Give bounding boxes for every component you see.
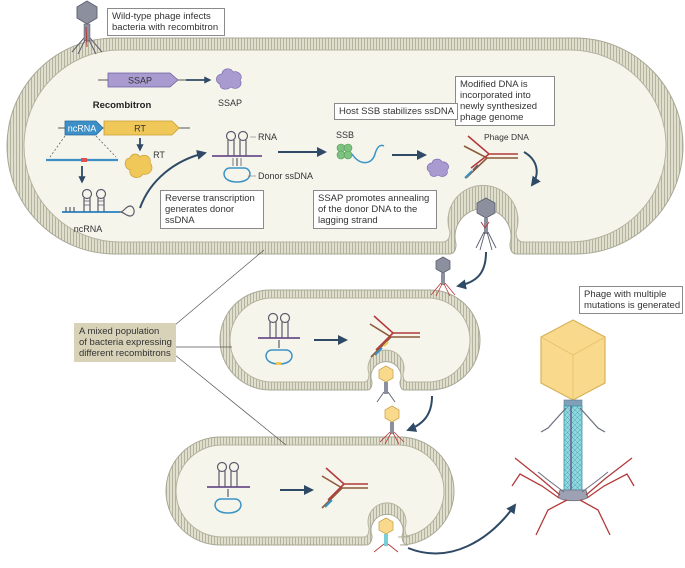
infecting-phage-icon-2: [430, 256, 456, 297]
third-bacterium-hybrid-icon: [207, 461, 250, 514]
infecting-phage-icon-3: [379, 405, 405, 445]
ncrna-gene: [64, 120, 104, 136]
second-bacterium: [219, 289, 481, 391]
callout-host-ssb: Host SSB stabilizes ssDNA: [334, 103, 458, 120]
ncrna-structure-icon: [62, 188, 135, 217]
callout-modified-dna: Modified DNA is incorporated into newly …: [455, 76, 555, 126]
recombitron-title: Recombitron: [93, 100, 152, 111]
recombitron-operon: ncRNA RT: [58, 120, 190, 136]
donor-ssdna-label: Donor ssDNA: [258, 171, 313, 181]
second-bacterium-hybrid-icon: [258, 312, 300, 365]
fork-to-pocket-arrow: [523, 151, 541, 187]
ssap-protein-label: SSAP: [218, 98, 242, 108]
wild-type-phage-icon: [71, 0, 103, 55]
mutant-phage-icon: [511, 319, 635, 536]
ncrna-transcript-map: [46, 135, 118, 162]
third-to-mutant-arrow: [407, 503, 517, 555]
ssap-gene: SSAP: [98, 72, 195, 88]
rt-gene-label: RT: [134, 124, 146, 134]
mixed-population-box: A mixed population of bacteria expressin…: [74, 323, 176, 362]
third-phage-icon: [373, 517, 399, 553]
population-connectors: [174, 249, 287, 446]
callout-ssap-annealing: SSAP promotes annealing of the donor DNA…: [313, 190, 437, 229]
phage-dna-label: Phage DNA: [484, 132, 529, 142]
rna-donor-hybrid-icon: [212, 130, 262, 183]
third-bacterium-fork: [321, 467, 368, 509]
ncrna-label: ncRNA: [74, 224, 103, 234]
ssap-protein-icon: [216, 68, 242, 90]
callout-reverse-transcription: Reverse transcription generates donor ss…: [160, 190, 264, 229]
ssb-label: SSB: [336, 130, 354, 140]
second-bacterium-fork: [369, 315, 420, 358]
rna-label: RNA: [258, 132, 277, 142]
assembling-phage-icon: [475, 197, 497, 251]
ssdna-strand-icon: [351, 144, 385, 164]
callout-multiple-mutations: Phage with multiple mutations is generat…: [579, 286, 683, 314]
ssap-gene-label: SSAP: [128, 76, 152, 86]
rt-protein-icon: [124, 153, 153, 178]
second-to-third-arrow: [406, 395, 433, 432]
ncrna-gene-label: ncRNA: [68, 124, 97, 134]
phage-dna-fork: [463, 135, 518, 179]
top-to-second-arrow: [456, 251, 487, 290]
rt-protein-label: RT: [153, 150, 165, 160]
second-phage-icon: [376, 365, 396, 403]
ssap-annealing-icon: [426, 158, 449, 177]
ssb-protein-icon: [336, 143, 353, 160]
reverse-transcription-arrow: [139, 149, 207, 209]
rt-gene: [103, 120, 180, 136]
callout-wild-type: Wild-type phage infects bacteria with re…: [107, 8, 225, 36]
